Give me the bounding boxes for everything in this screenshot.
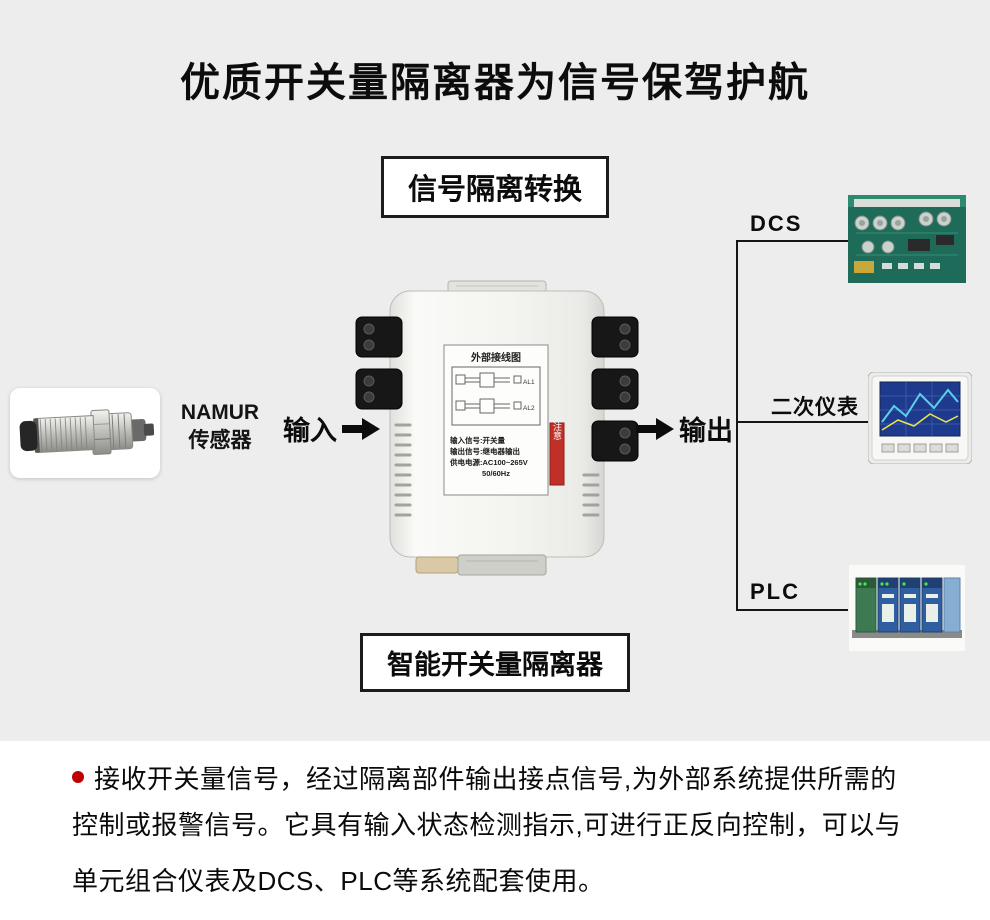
- device-al1-label: AL1: [523, 379, 535, 386]
- isolator-photo: 外部接线图 AL1 AL2 输入信号:开关量 输出信号:继电器输出 供电电源:A…: [355, 280, 639, 576]
- input-flow: 输入: [283, 409, 380, 448]
- description-line2: 控制或报警信号。它具有输入状态检测指示,可进行正反向控制，可以与: [72, 810, 902, 840]
- device-spec-line1: 输入信号:开关量: [450, 435, 505, 445]
- arrow-right-icon: [342, 417, 380, 440]
- device-spec-line2: 输出信号:继电器输出: [450, 446, 520, 456]
- signal-conversion-label: 信号隔离转换: [407, 174, 583, 206]
- plc-photo: [847, 563, 967, 653]
- target-label-dcs: DCS: [750, 211, 803, 236]
- page-title: 优质开关量隔离器为信号保驾护航: [180, 61, 810, 105]
- connector-line-vertical: [736, 240, 738, 611]
- dcs-board-photo: [848, 195, 966, 283]
- smart-isolator-label: 智能开关量隔离器: [387, 650, 603, 680]
- smart-isolator-box: 智能开关量隔离器: [360, 633, 630, 692]
- device-al2-label: AL2: [523, 405, 535, 412]
- target-label-meter: 二次仪表: [771, 396, 859, 419]
- description-line1: 接收开关量信号，经过隔离部件输出接点信号,为外部系统提供所需的: [72, 756, 942, 802]
- secondary-meter-image: [867, 371, 973, 465]
- target-label-plc: PLC: [750, 579, 800, 604]
- bullet-icon: [72, 771, 84, 783]
- connector-line-dcs: [737, 240, 848, 242]
- output-label: 输出: [679, 416, 733, 446]
- arrow-right-icon: [636, 417, 674, 440]
- device-spec-line3: 供电电源:AC100~265V: [449, 457, 528, 467]
- device-spec-line4: 50/60Hz: [482, 469, 510, 478]
- device-diagram-title: 外部接线图: [470, 351, 521, 364]
- description-line3: 单元组合仪表及DCS、PLC等系统配套使用。: [72, 866, 605, 896]
- device-warning-sticker: 注意: [552, 421, 562, 440]
- sensor-label-line1: NAMUR: [180, 401, 260, 424]
- signal-conversion-box: 信号隔离转换: [380, 156, 610, 218]
- sensor-label: NAMUR 传感器: [163, 399, 277, 455]
- output-flow: 输出: [636, 409, 733, 448]
- connector-line-plc: [737, 609, 848, 611]
- description-line1-text: 接收开关量信号，经过隔离部件输出接点信号,为外部系统提供所需的: [94, 764, 897, 794]
- description-section-background: [0, 741, 990, 920]
- sensor-photo: [19, 409, 155, 456]
- dcs-image: [848, 195, 966, 283]
- plc-image: [847, 563, 967, 653]
- isolator-device-image: 外部接线图 AL1 AL2 输入信号:开关量 输出信号:继电器输出 供电电源:A…: [352, 275, 642, 585]
- meter-photo: [867, 371, 973, 465]
- sensor-label-line2: 传感器: [188, 429, 252, 452]
- input-label: 输入: [283, 416, 337, 446]
- description-text: 接收开关量信号，经过隔离部件输出接点信号,为外部系统提供所需的 控制或报警信号。…: [72, 756, 942, 904]
- namur-sensor-image: [10, 388, 160, 478]
- connector-line-meter: [737, 421, 868, 423]
